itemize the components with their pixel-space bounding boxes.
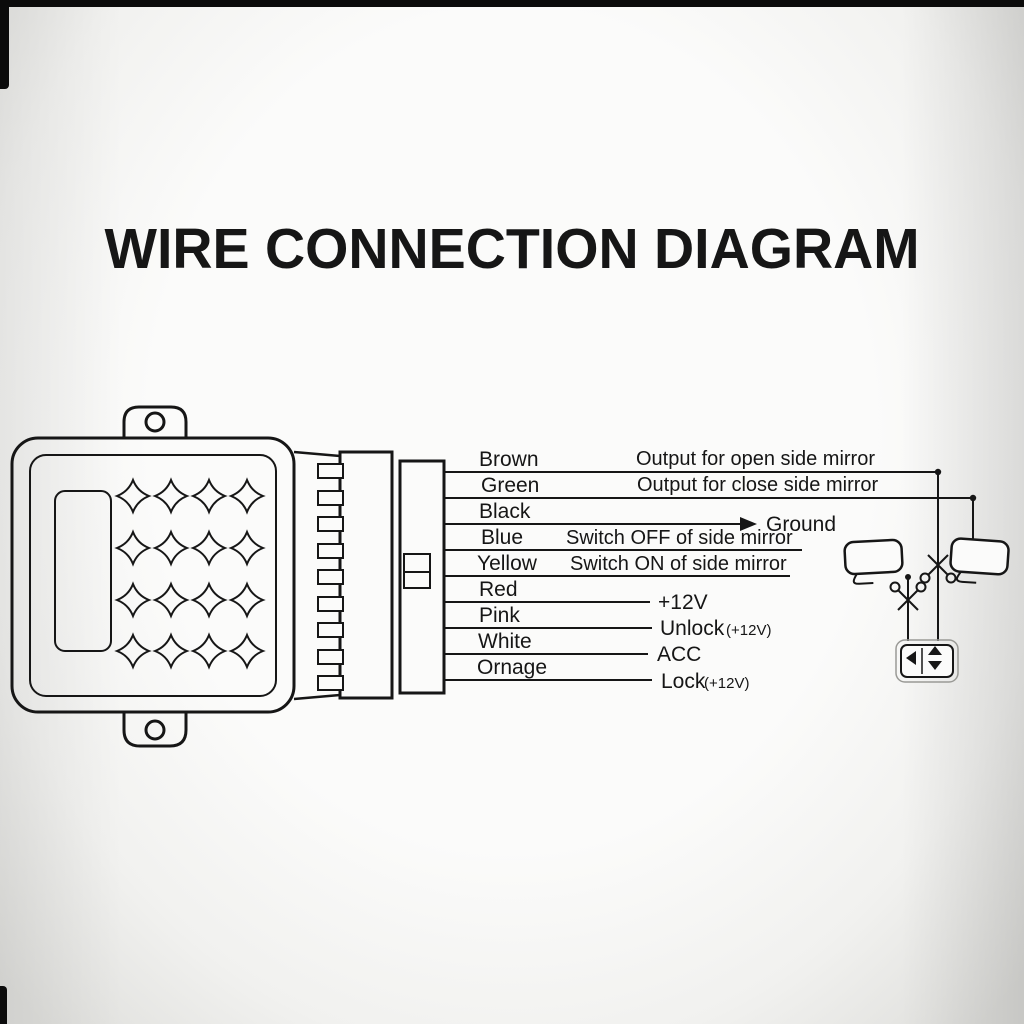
diamond-icon (192, 583, 226, 617)
photo-edge-left-bottom (0, 986, 7, 1024)
mounting-tab-bottom (122, 712, 188, 748)
wire-function-label: +12V (658, 591, 708, 614)
diamond-icon (230, 634, 264, 668)
wire-color-label: Black (479, 500, 531, 523)
connector-tooth (317, 675, 344, 691)
switch-arrow-down-icon (928, 661, 942, 670)
wire-row-ornage: Ornage Lock (+12V) (444, 656, 749, 693)
diamond-icon (230, 479, 264, 513)
diamond-icon (116, 634, 150, 668)
connector-tooth (317, 463, 344, 479)
wire-function-label: Output for open side mirror (636, 448, 875, 470)
connector-tooth (317, 569, 344, 585)
photo-edge-top (0, 0, 1024, 7)
control-module (10, 405, 296, 748)
wire-row-yellow: Yellow Switch ON of side mirror (444, 552, 790, 577)
mounting-hole-top-icon (144, 411, 166, 433)
switch-outer-bezel (895, 639, 959, 683)
connector-tooth (317, 649, 344, 665)
switch-arrow-left-icon (906, 651, 916, 665)
connector-bar (338, 450, 394, 700)
wire-color-label: Yellow (477, 552, 538, 575)
wire-color-label: White (478, 630, 532, 653)
wire-row-green: Green Output for close side mirror (444, 474, 973, 499)
ground-arrow-icon (740, 517, 757, 531)
wire-color-label: Pink (479, 604, 520, 627)
wire-row-brown: Brown Output for open side mirror (444, 448, 938, 473)
mirror-circuit (843, 468, 1010, 683)
wire-function-label: Unlock (660, 617, 725, 640)
junction-dot (934, 468, 942, 476)
connector-tooth (317, 596, 344, 612)
scissors-icon-top (919, 554, 957, 584)
diamond-icon (192, 634, 226, 668)
wire-row-black: Black Ground (444, 500, 836, 536)
wire-function-label: Switch OFF of side mirror (566, 527, 793, 549)
wire-list: Brown Output for open side mirror Green … (444, 448, 973, 693)
wire-function-suffix: (+12V) (726, 622, 771, 639)
diamond-icon (154, 583, 188, 617)
connector-tooth (317, 490, 344, 506)
wire-color-label: Blue (481, 526, 523, 549)
junction-dot (969, 494, 977, 502)
connector-funnel-top (293, 450, 341, 458)
wire-row-blue: Blue Switch OFF of side mirror (444, 526, 802, 551)
junction-dot (905, 574, 911, 580)
diamond-icon (116, 531, 150, 565)
diamond-icon (116, 583, 150, 617)
wire-color-label: Ornage (477, 656, 547, 679)
connector-teeth (317, 463, 344, 691)
connector-latch-lower (403, 571, 431, 589)
scissors-icon-bottom (889, 581, 927, 611)
connector-latch (403, 553, 431, 573)
connector-tooth (317, 622, 344, 638)
module-inner-panel (29, 454, 277, 697)
mirror-switch (895, 639, 959, 683)
mounting-tab-top (122, 405, 188, 438)
wire-function-label: Switch ON of side mirror (570, 553, 787, 575)
diamond-icon (230, 531, 264, 565)
mounting-hole-bottom-icon (144, 719, 166, 741)
connector-tooth (317, 543, 344, 559)
diamond-icon (192, 479, 226, 513)
connector-tooth (317, 516, 344, 532)
module-display-window (54, 490, 112, 652)
wire-function-label: Lock (661, 670, 706, 693)
wire-row-red: Red +12V (444, 578, 708, 614)
switch-arrow-up-icon (928, 646, 942, 655)
switch-body (900, 644, 954, 678)
wire-function-label: ACC (657, 643, 701, 666)
wire-function-label: Ground (766, 513, 836, 536)
diamond-icon (230, 583, 264, 617)
wire-row-pink: Pink Unlock (+12V) (444, 604, 771, 640)
diamond-icon (116, 479, 150, 513)
page-title: WIRE CONNECTION DIAGRAM (105, 217, 920, 281)
diamond-icon (154, 634, 188, 668)
wire-harness-connector (293, 450, 446, 701)
wire-function-label: Output for close side mirror (637, 474, 879, 496)
wire-function-suffix: (+12V) (704, 675, 749, 692)
diamond-ornament-grid (116, 479, 264, 668)
wire-color-label: Brown (479, 448, 539, 471)
module-outline (10, 436, 296, 714)
photo-edge-left-top (0, 7, 9, 89)
wire-color-label: Red (479, 578, 518, 601)
wire-color-label: Green (481, 474, 539, 497)
left-side-mirror-icon (843, 538, 904, 585)
connector-funnel-bottom (293, 693, 341, 701)
diamond-icon (192, 531, 226, 565)
wire-row-white: White ACC (444, 630, 701, 666)
diamond-icon (154, 479, 188, 513)
right-side-mirror-icon (949, 537, 1010, 584)
diamond-icon (154, 531, 188, 565)
